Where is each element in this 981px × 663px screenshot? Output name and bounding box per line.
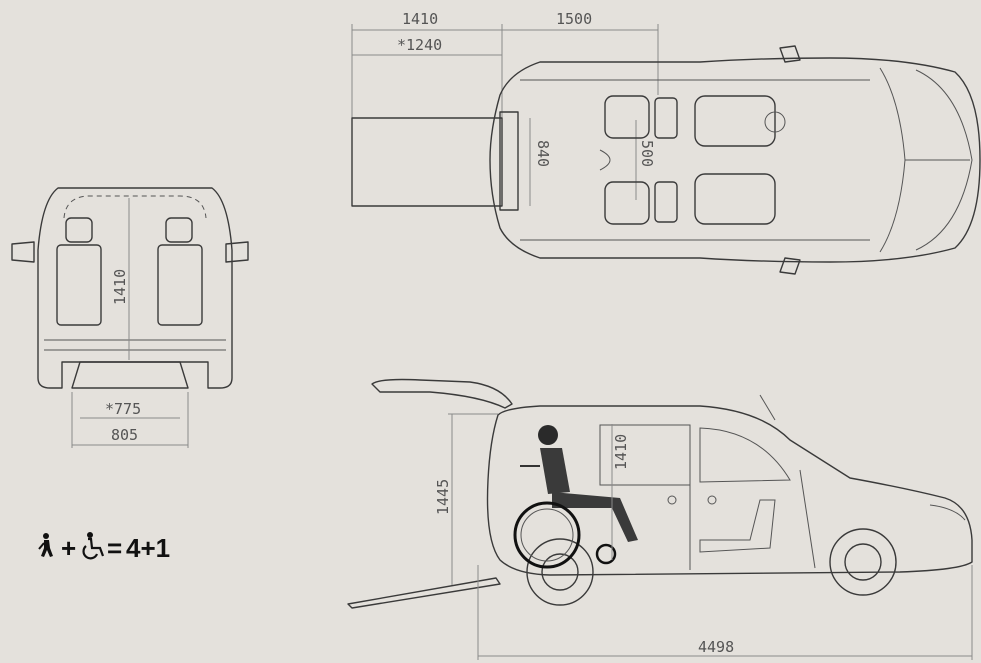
dim-rear-height: 1410 <box>111 269 129 305</box>
tailgate <box>371 378 513 409</box>
dim-top-aisle-width: 500 <box>638 140 656 167</box>
equals-sign: = <box>107 533 122 563</box>
walking-person-icon <box>38 533 53 557</box>
rear-wheel <box>526 538 594 606</box>
top-seats <box>599 95 786 225</box>
plus-sign: + <box>61 533 76 563</box>
dim-top-ramp-width: 840 <box>534 140 552 167</box>
rear-seat-right <box>157 244 203 326</box>
dim-rear-ramp-width-alt: *775 <box>105 400 141 418</box>
wheelchair-user <box>513 425 638 569</box>
car-body-rear <box>37 187 233 389</box>
dim-top-interior-length: 1500 <box>556 10 592 28</box>
dim-top-ramp-length-alt: *1240 <box>397 36 442 54</box>
dim-side-interior-height: 1410 <box>612 434 630 470</box>
car-body-top <box>489 57 981 263</box>
ramp-side <box>347 577 501 609</box>
ramp-rear <box>71 361 189 389</box>
front-wheel <box>829 528 897 596</box>
side-view: 1445 1410 4498 <box>347 378 973 660</box>
car-body-side <box>486 405 973 576</box>
capacity-formula: + = 4+1 <box>38 532 170 563</box>
wheelchair-icon <box>82 532 105 560</box>
top-view: 1410 1500 *1240 840 500 <box>351 10 981 275</box>
rear-seat-left <box>56 244 102 326</box>
dim-overall-length: 4498 <box>698 638 734 656</box>
dim-side-entry-height: 1445 <box>434 479 452 515</box>
dim-rear-ramp-width: 805 <box>111 426 138 444</box>
dim-top-ramp-length: 1410 <box>402 10 438 28</box>
ramp-top <box>351 117 503 207</box>
capacity-value: 4+1 <box>126 533 170 563</box>
rear-view: 1410 *775 805 <box>11 187 249 448</box>
